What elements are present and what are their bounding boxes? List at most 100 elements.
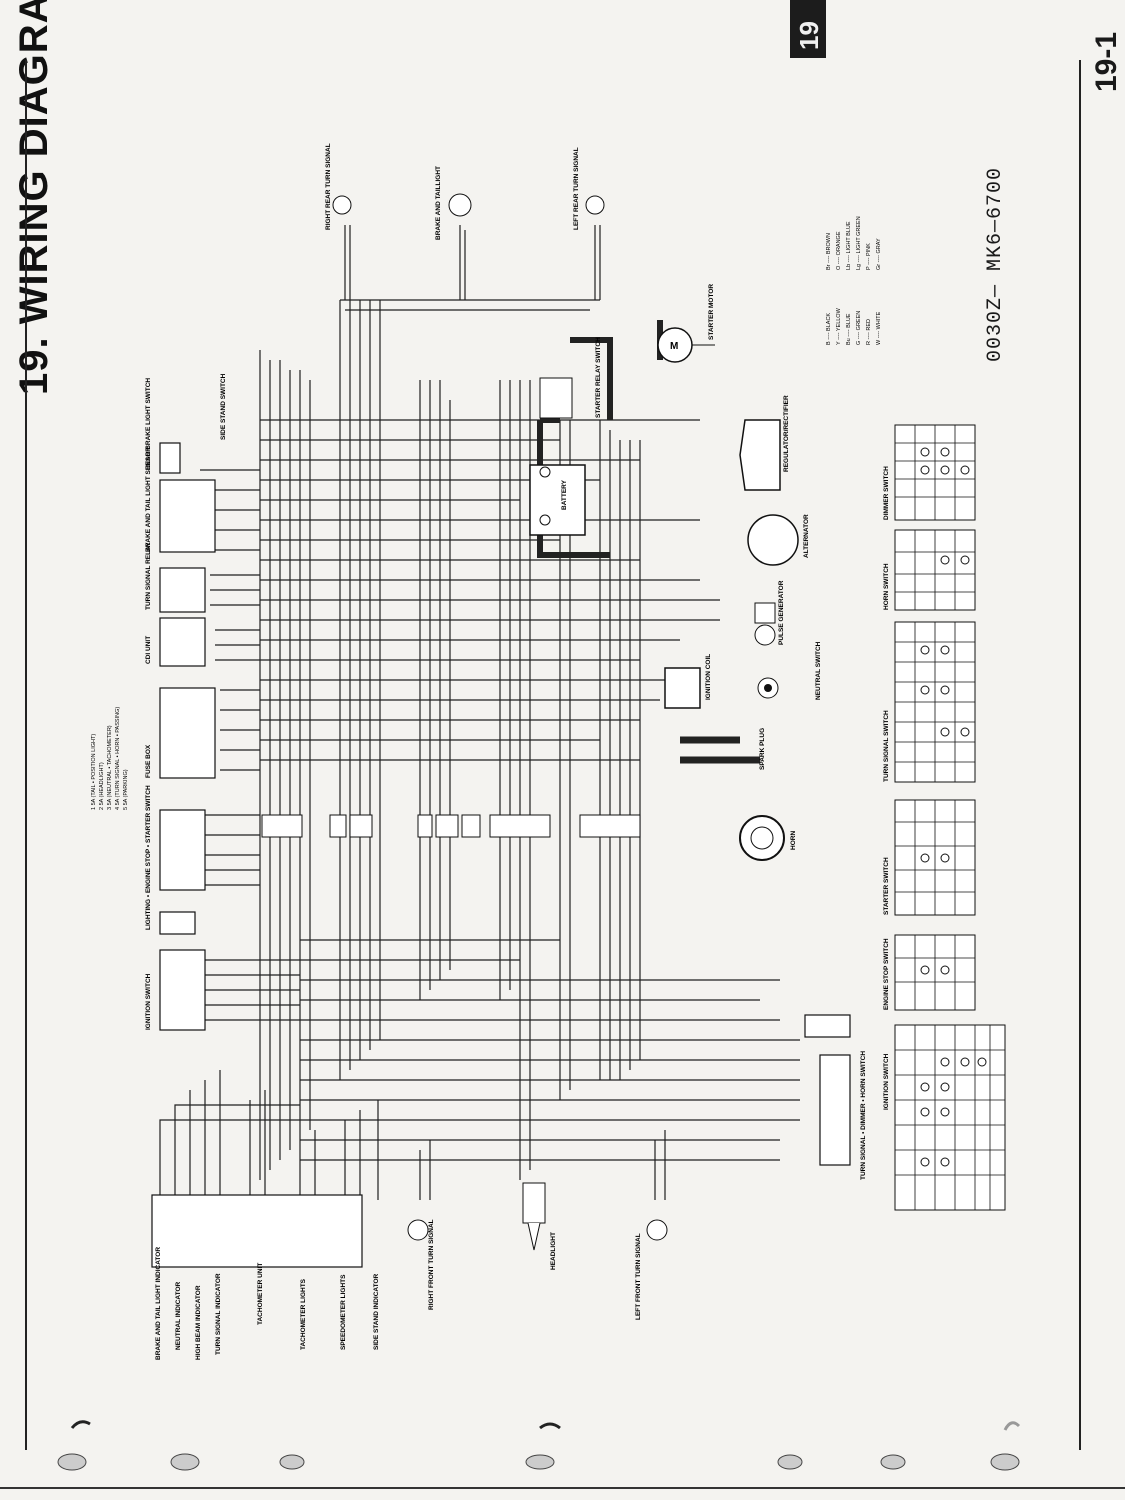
switch-contact-dots [920, 447, 987, 1167]
ignition-coil [664, 667, 701, 709]
legend-row: O ---- ORANGE [836, 231, 842, 270]
battery [529, 464, 586, 536]
label-horn: HORN [790, 831, 797, 850]
label-cdi-unit: CDI UNIT [145, 636, 152, 664]
turn-signal-relay-box [159, 567, 206, 613]
label-ignition-switch: IGNITION SWITCH [145, 973, 152, 1030]
legend-row: G ---- GREEN [856, 311, 862, 345]
fuse-line-3: 3 5A (NEUTRAL • TACHOMETER) [107, 725, 113, 810]
label-regulator-rectifier: REGULATOR/RECTIFIER [783, 395, 790, 472]
fuse-line-4: 4 5A (TURN SIGNAL • HORN • PASSING) [115, 707, 121, 810]
label-turn-signal-relay: TURN SIGNAL RELAY [145, 542, 152, 610]
switch-table-gridlines [895, 425, 1005, 1210]
wire-harness [159, 225, 800, 1200]
regulator-rectifier [739, 419, 781, 491]
label-fuse-box: FUSE BOX [145, 744, 152, 778]
label-right-front-turn-signal: RIGHT FRONT TURN SIGNAL [428, 1219, 435, 1310]
label-side-stand-indicator: SIDE STAND INDICATOR [373, 1273, 380, 1350]
fuse-line-1: 1 5A (TAIL • POSITION LIGHT) [91, 734, 97, 810]
legend-row: Lg ---- LIGHT GREEN [856, 216, 862, 270]
label-pulse-generator: PULSE GENERATOR [778, 580, 785, 645]
label-handlebar-switch: TURN SIGNAL • DIMMER • HORN SWITCH [860, 1051, 867, 1180]
binder-hole [990, 1453, 1020, 1471]
binder-hole [279, 1454, 305, 1470]
ignition-switch-table [894, 1024, 1006, 1211]
legend-row: B ---- BLACK [826, 313, 832, 345]
legend-row: W ---- WHITE [876, 311, 882, 345]
svg-text:M: M [670, 341, 678, 352]
binder-hole [170, 1453, 200, 1471]
label-engine-stop-switch: ENGINE STOP SWITCH [883, 938, 890, 1010]
turn-signal-bulbs [332, 193, 668, 1241]
rear-brake-light-switch-box [159, 442, 181, 474]
label-neutral-indicator: NEUTRAL INDICATOR [175, 1281, 182, 1350]
label-left-rear-turn-signal: LEFT REAR TURN SIGNAL [573, 147, 580, 230]
legend-row: P ---- PINK [866, 243, 872, 270]
label-ignition-coil: IGNITION COIL [705, 654, 712, 700]
label-rear-brake-light-switch: REAR BRAKE LIGHT SWITCH [145, 378, 152, 470]
label-starter-switch: STARTER SWITCH [883, 857, 890, 915]
label-high-beam-indicator: HIGH BEAM INDICATOR [195, 1285, 202, 1360]
label-left-front-turn-signal: LEFT FRONT TURN SIGNAL [635, 1233, 642, 1320]
spark-plug-cable [680, 736, 760, 764]
horn [739, 815, 785, 861]
binder-hole [525, 1454, 555, 1470]
clutch-switch-box [804, 1014, 851, 1038]
label-lighting-switch: LIGHTING • ENGINE STOP • STARTER SWITCH [145, 785, 152, 930]
alternator [747, 514, 799, 566]
label-battery: BATTERY [561, 479, 568, 510]
label-alternator: ALTERNATOR [803, 514, 810, 558]
label-starter-motor: STARTER MOTOR [708, 284, 715, 340]
fuse-line-2: 2 5A (HEADLIGHT) [99, 762, 105, 810]
lighting-switch-box [159, 809, 206, 891]
label-neutral-switch: NEUTRAL SWITCH [815, 641, 822, 700]
label-ignition-switch-table: IGNITION SWITCH [883, 1053, 890, 1110]
legend-row: Br ---- BROWN [826, 233, 832, 270]
cdi-unit-box [159, 617, 206, 667]
label-horn-switch: HORN SWITCH [883, 563, 890, 610]
label-right-rear-turn-signal: RIGHT REAR TURN SIGNAL [325, 143, 332, 230]
handlebar-switch-box [819, 1054, 851, 1166]
label-turn-signal-switch: TURN SIGNAL SWITCH [883, 710, 890, 782]
legend-row: Lb ---- LIGHT BLUE [846, 221, 852, 270]
wire-color-legend: B ---- BLACK Y ---- YELLOW Bu ---- BLUE … [826, 216, 882, 345]
binder-hole [57, 1453, 87, 1471]
label-side-stand-switch: SIDE STAND SWITCH [220, 373, 227, 440]
pulse-generator [754, 602, 776, 646]
label-brake-tail-indicator: BRAKE AND TAIL LIGHT INDICATOR [155, 1247, 162, 1360]
binder-hole [777, 1454, 803, 1470]
legend-row: Bu ---- BLUE [846, 313, 852, 345]
headlight [522, 1182, 546, 1251]
starter-motor: M [657, 327, 715, 363]
label-spark-plug: SPARK PLUG [759, 728, 766, 770]
legend-row: R ---- RED [866, 319, 872, 345]
label-starter-relay-switch: STARTER RELAY SWITCH [595, 337, 602, 418]
label-brake-tail-light-sensor: BRAKE AND TAIL LIGHT SENSOR [145, 447, 152, 552]
fuse-line-5: 5 5A (PARKING) [123, 769, 129, 810]
neutral-switch [757, 677, 779, 699]
starter-relay-switch [539, 377, 573, 419]
binder-hole [880, 1454, 906, 1470]
brake-tail-light-sensor-box [159, 479, 216, 553]
left-component-boxes [151, 442, 851, 1268]
label-tachometer-lights: TACHOMETER LIGHTS [300, 1278, 307, 1350]
label-brake-taillight: BRAKE AND TAILLIGHT [435, 166, 442, 240]
legend-row: Y ---- YELLOW [836, 307, 842, 345]
connector-row [261, 814, 641, 838]
switch-tables [894, 424, 1006, 1211]
label-headlight: HEADLIGHT [550, 1232, 557, 1270]
component-labels: RIGHT REAR TURN SIGNAL BRAKE AND TAILLIG… [91, 143, 890, 1360]
fuse-box [159, 687, 216, 779]
label-turn-signal-indicator: TURN SIGNAL INDICATOR [215, 1273, 222, 1355]
legend-row: Gr ---- GRAY [876, 238, 882, 270]
ignition-switch-box [159, 949, 206, 1031]
instrument-cluster-box [151, 1194, 363, 1268]
label-dimmer-switch: DIMMER SWITCH [883, 466, 890, 520]
front-brake-switch-box [159, 911, 196, 935]
binder-holes [57, 1420, 1021, 1471]
label-tachometer-unit: TACHOMETER UNIT [257, 1263, 264, 1325]
label-speedometer-lights: SPEEDOMETER LIGHTS [340, 1274, 347, 1350]
chapter-tab: 19 [790, 0, 826, 58]
